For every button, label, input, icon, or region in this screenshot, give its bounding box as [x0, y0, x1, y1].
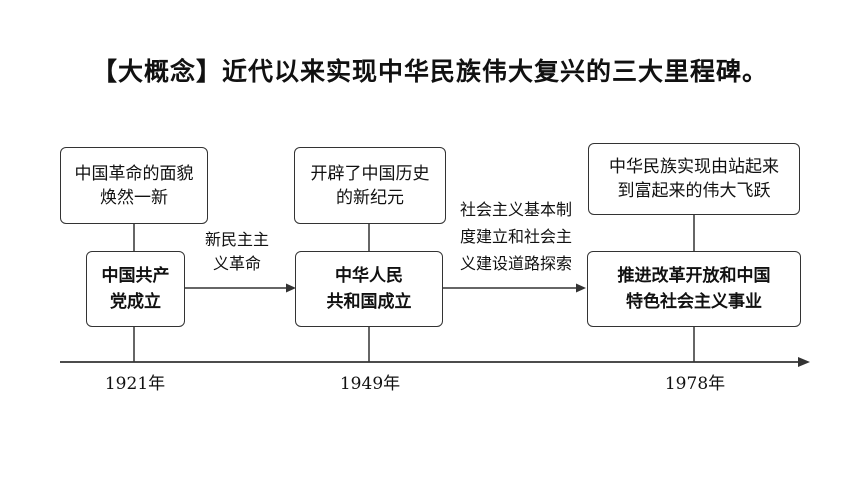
significance-line: 中华民族实现由站起来: [609, 157, 779, 177]
significance-line: 到富起来的伟大飞跃: [617, 181, 771, 201]
transition-line: 义革命: [212, 254, 261, 273]
event-box-1978: 推进改革开放和中国 特色社会主义事业: [587, 251, 801, 327]
transition-label-1: 新民主主 义革命: [192, 228, 282, 276]
year-label-1949: 1949年: [339, 374, 401, 394]
event-line: 党成立: [110, 292, 161, 312]
transition-line: 新民主主: [204, 230, 269, 249]
significance-line: 中国革命的面貌: [74, 163, 194, 184]
significance-box-1921: 中国革命的面貌 焕然一新: [60, 147, 208, 224]
event-line: 共和国成立: [326, 292, 412, 312]
significance-box-1978: 中华民族实现由站起来 到富起来的伟大飞跃: [588, 143, 800, 215]
time-axis-arrowhead: [798, 357, 810, 367]
event-line: 中国共产: [101, 266, 170, 286]
event-box-1921: 中国共产 党成立: [86, 251, 185, 327]
event-line: 中华人民: [335, 266, 403, 286]
transition-line: 社会主义基本制: [459, 200, 572, 219]
event-box-1949: 中华人民 共和国成立: [295, 251, 443, 327]
year-label-1921: 1921年: [104, 374, 166, 394]
year-label-1978: 1978年: [664, 374, 726, 394]
transition-line: 义建设道路探索: [459, 254, 572, 273]
transition-label-2: 社会主义基本制 度建立和社会主 义建设道路探索: [447, 196, 585, 277]
significance-line: 焕然一新: [100, 187, 168, 208]
significance-box-1949: 开辟了中国历史 的新纪元: [294, 147, 446, 224]
page-title: 【大概念】近代以来实现中华民族伟大复兴的三大里程碑。: [91, 57, 768, 86]
event-line: 特色社会主义事业: [626, 292, 762, 312]
significance-line: 的新纪元: [336, 187, 404, 208]
event-line: 推进改革开放和中国: [617, 266, 771, 286]
transition-line: 度建立和社会主: [459, 227, 572, 246]
significance-line: 开辟了中国历史: [310, 163, 430, 184]
